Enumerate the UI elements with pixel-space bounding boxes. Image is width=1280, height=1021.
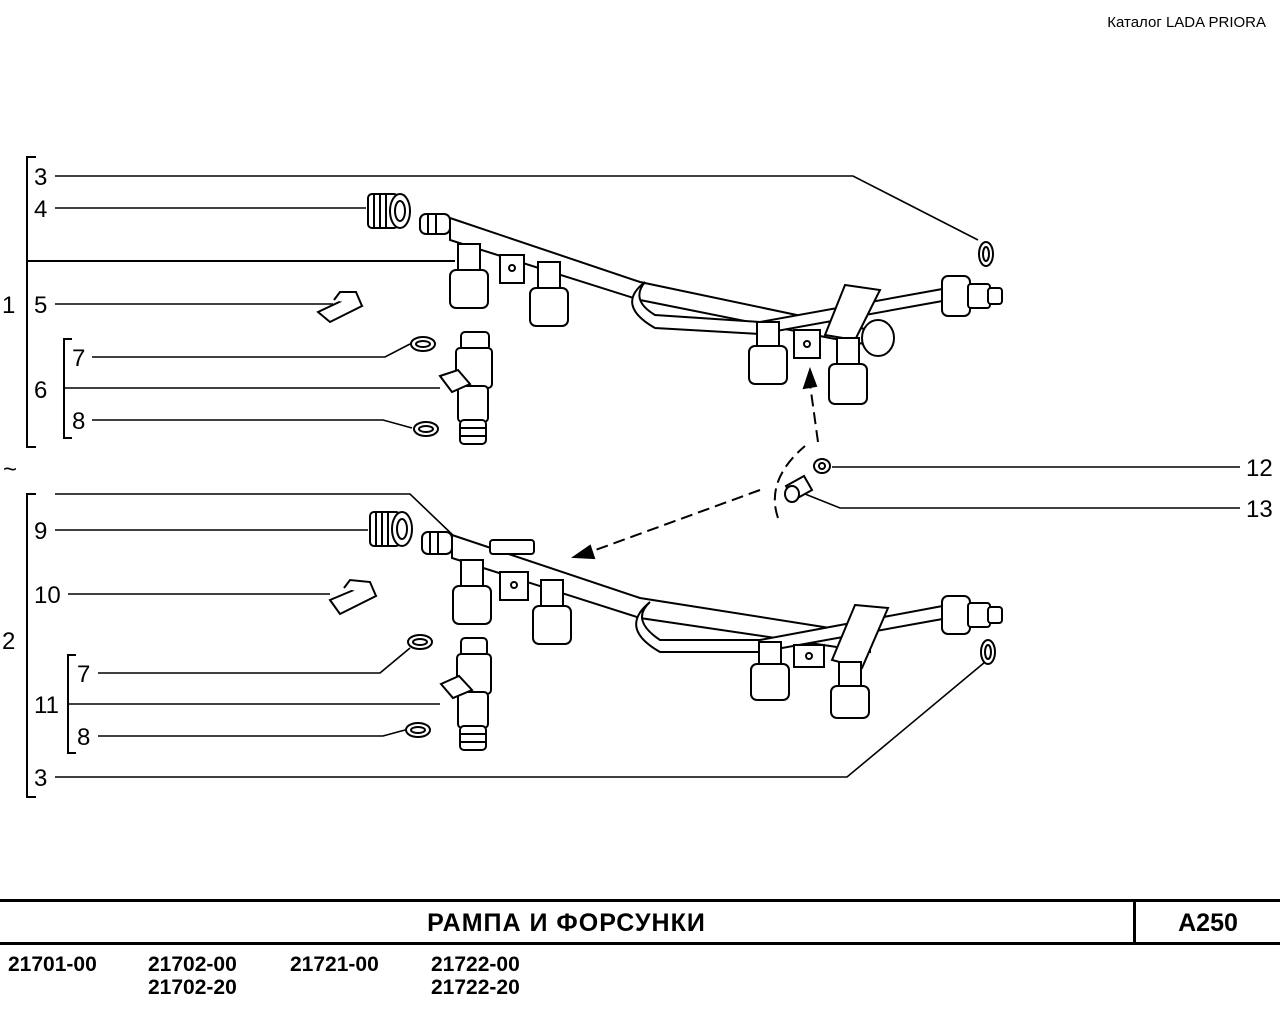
title-block-divider <box>1133 902 1136 942</box>
callout-8-lower: 8 <box>77 724 90 751</box>
leader-lines-lower <box>55 466 1240 778</box>
tilde: ~ <box>3 456 17 483</box>
o-ring-8-upper <box>413 421 439 437</box>
section-title: РАМПА И ФОРСУНКИ <box>427 909 706 937</box>
cap-9 <box>369 511 413 547</box>
callout-10: 10 <box>34 582 61 609</box>
o-rings <box>405 241 996 738</box>
callout-3-lower: 3 <box>34 765 47 792</box>
group-bracket-1 <box>26 156 455 448</box>
model-21722-20: 21722-20 <box>431 976 520 999</box>
callout-7-upper: 7 <box>72 345 85 372</box>
callout-2: 2 <box>2 628 15 655</box>
fuel-rail-lower <box>421 531 1003 719</box>
cap-4 <box>367 193 411 229</box>
injector-sockets-upper <box>449 243 868 405</box>
injector-6 <box>438 331 493 445</box>
o-ring-8-lower <box>405 722 431 738</box>
o-ring-3-lower <box>980 639 996 665</box>
callout-9: 9 <box>34 518 47 545</box>
clip-5 <box>316 291 364 324</box>
model-21702-00: 21702-00 <box>148 953 237 976</box>
install-arrows <box>570 367 819 560</box>
callout-7-lower: 7 <box>77 661 90 688</box>
section-code: А250 <box>1178 909 1238 937</box>
injector-11 <box>439 637 492 751</box>
model-21721-00: 21721-00 <box>290 953 379 976</box>
leader-lines-upper <box>55 175 979 429</box>
callout-3-upper: 3 <box>34 164 47 191</box>
injector-sockets-lower <box>452 559 870 719</box>
screw-13 <box>784 474 814 503</box>
model-21702-20: 21702-20 <box>148 976 237 999</box>
callout-5: 5 <box>34 292 47 319</box>
callout-8-upper: 8 <box>72 408 85 435</box>
callout-6: 6 <box>34 377 47 404</box>
callout-numbers: 3 4 1 5 6 7 8 ~ 9 10 2 11 7 8 3 12 13 <box>2 164 1273 792</box>
o-ring-3-upper <box>978 241 994 267</box>
washer-12 <box>813 458 831 474</box>
callout-1: 1 <box>2 292 15 319</box>
callout-11: 11 <box>34 692 59 719</box>
parts-diagram: 3 4 1 5 6 7 8 ~ 9 10 2 11 7 8 3 12 13 <box>2 156 1273 798</box>
fuel-rail-upper <box>419 213 1003 405</box>
catalog-label: Каталог LADA PRIORA <box>1107 14 1266 31</box>
model-21722-00: 21722-00 <box>431 953 520 976</box>
callout-13: 13 <box>1246 496 1273 523</box>
group-bracket-2 <box>26 493 36 798</box>
callout-4: 4 <box>34 196 47 223</box>
model-21701-00: 21701-00 <box>8 953 97 976</box>
o-ring-7-lower <box>407 634 433 650</box>
callout-12: 12 <box>1246 455 1273 482</box>
title-block: РАМПА И ФОРСУНКИ А250 <box>0 899 1280 945</box>
clip-10 <box>328 578 378 616</box>
o-ring-7-upper <box>410 336 436 352</box>
